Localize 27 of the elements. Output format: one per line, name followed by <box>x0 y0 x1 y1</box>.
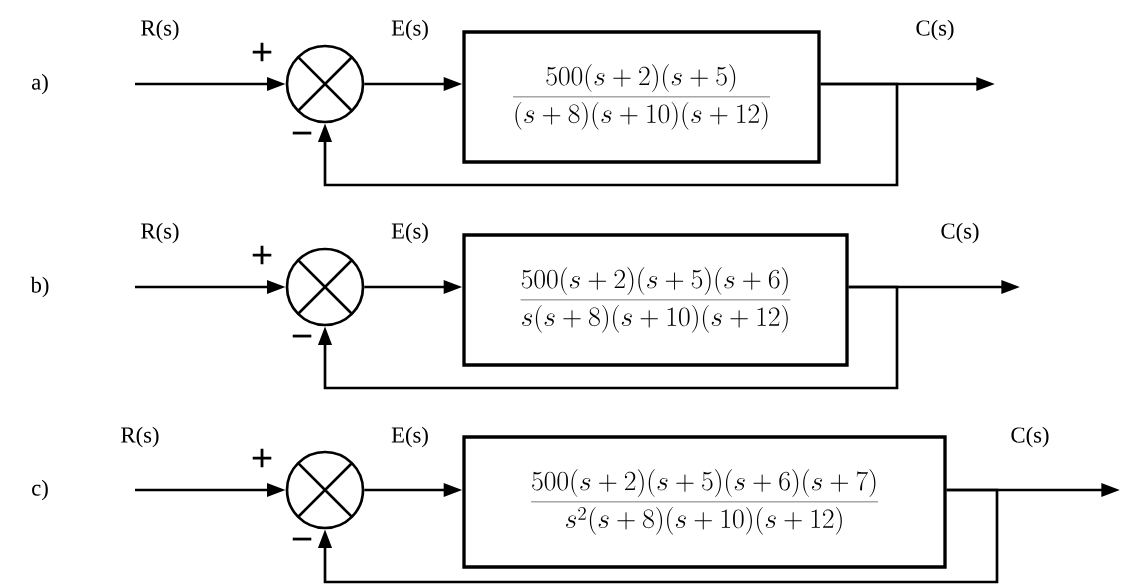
summing-junction <box>285 247 365 327</box>
transfer-function-block: $\frac{500(s+2)(s+5)(s+6)(s+7)}{s^{2}(s+8)(s+10)(s+12)}$ <box>462 435 947 569</box>
signal-label: C(s) <box>1009 425 1051 449</box>
plus-sign: + <box>252 245 272 265</box>
minus-sign: − <box>292 537 312 541</box>
signal-label: E(s) <box>389 18 431 42</box>
summing-junction <box>285 450 365 530</box>
transfer-function-block: $\frac{500(s+2)(s+5)}{(s+8)(s+10)(s+12)}$ <box>462 30 821 164</box>
signal-label: C(s) <box>939 221 981 245</box>
arrow <box>317 82 899 187</box>
arrow <box>317 285 899 390</box>
signal-label: R(s) <box>139 18 181 42</box>
plus-sign: + <box>252 42 272 62</box>
signal-label: E(s) <box>389 221 431 245</box>
summing-junction <box>285 44 365 124</box>
signal-label: E(s) <box>389 425 431 449</box>
minus-sign: − <box>292 131 312 135</box>
signal-label: R(s) <box>119 425 161 449</box>
signal-label: R(s) <box>139 221 181 245</box>
arrow <box>317 488 999 584</box>
part-label: a) <box>32 73 48 95</box>
signal-label: C(s) <box>914 18 956 42</box>
plus-sign: + <box>252 448 272 468</box>
part-label: b) <box>30 276 49 298</box>
transfer-function-block: $\frac{500(s+2)(s+5)(s+6)}{s(s+8)(s+10)(s+12)}$ <box>462 233 849 367</box>
minus-sign: − <box>292 334 312 338</box>
part-label: c) <box>32 479 48 501</box>
